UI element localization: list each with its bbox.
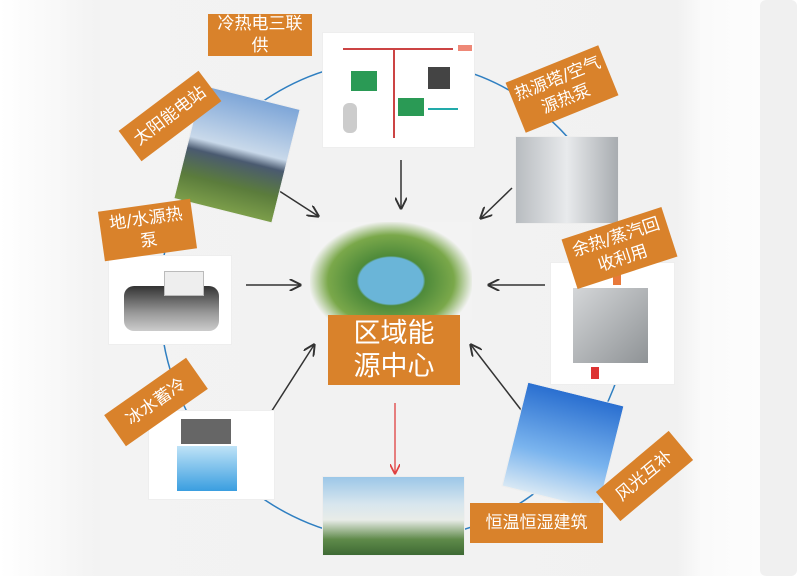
label-cchp: 冷热电三联供 (208, 14, 312, 56)
arrow-ice-storage (265, 345, 314, 421)
constant-temp-building-image (322, 476, 465, 556)
arrow-wind-solar (471, 345, 526, 416)
cchp-diagram-image (322, 32, 475, 148)
label-regional-energy-center: 区域能源中心 (328, 315, 460, 385)
arrow-heat-tower (481, 187, 513, 218)
watermark-strip (760, 0, 797, 576)
label-constant-temp-building: 恒温恒湿建筑 (470, 503, 603, 543)
heat-source-tower-image (515, 136, 619, 224)
waste-heat-recovery-image (550, 262, 675, 385)
ice-storage-image (148, 410, 275, 500)
energy-center-illustration (310, 222, 472, 320)
ground-source-heat-pump-image (108, 255, 232, 345)
